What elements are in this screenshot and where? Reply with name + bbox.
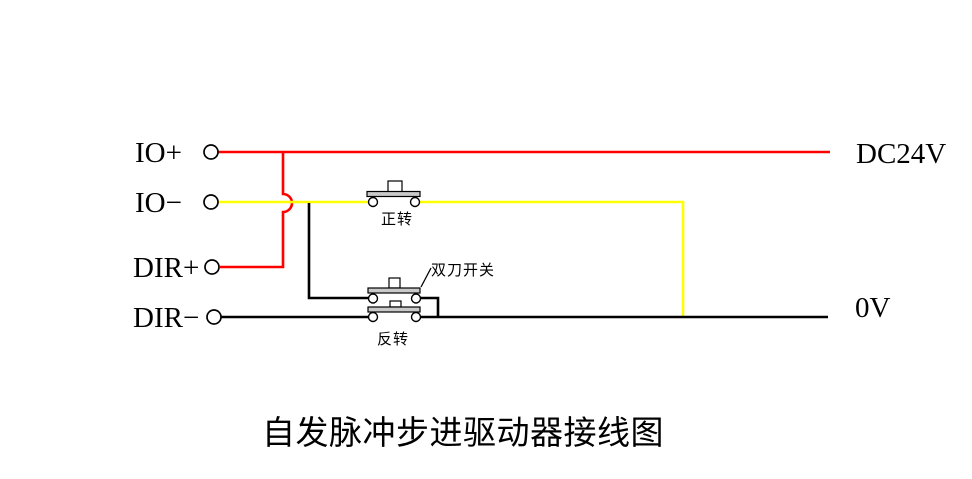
wire-pulse-drop-to-reverse-upper-pole xyxy=(307,203,369,300)
forward-button-label: 正转 xyxy=(381,211,413,228)
reverse-button-lower-bar xyxy=(367,306,421,313)
reverse-upper-left-contact xyxy=(367,293,379,304)
terminal-dir-plus xyxy=(204,259,220,275)
wire-reverse-upper-pole-to-ground xyxy=(420,296,440,316)
power-rail-labels: DC24V 0V xyxy=(855,138,946,324)
forward-button-right-contact xyxy=(409,196,421,208)
rail-label-dc24v: DC24V xyxy=(856,138,946,170)
double-pole-switch-annotation: 双刀开关 xyxy=(431,262,495,279)
terminal-label-dir-plus: DIR+ xyxy=(133,252,199,284)
forward-button-bar xyxy=(366,190,421,198)
terminal-io-plus xyxy=(203,144,219,160)
terminal-label-io-plus: IO+ xyxy=(135,137,182,169)
reverse-lower-right-contact xyxy=(410,311,422,323)
terminal-label-io-minus: IO− xyxy=(135,187,182,219)
reverse-upper-right-contact xyxy=(410,293,422,304)
forward-button-plunger xyxy=(387,180,403,193)
terminal-dir-minus xyxy=(206,309,222,325)
driver-terminals: IO+ IO− DIR+ DIR− xyxy=(133,137,222,334)
wires xyxy=(218,150,830,319)
reverse-button-lower-plunger xyxy=(389,300,402,308)
reverse-lower-left-contact xyxy=(367,311,379,323)
double-pole-switch-leader-line xyxy=(420,267,432,288)
reverse-button-upper-bar xyxy=(367,287,421,294)
rail-label-0v: 0V xyxy=(855,292,891,324)
terminal-io-minus xyxy=(203,194,219,210)
wire-branch-to-dir-plus xyxy=(220,152,294,269)
reverse-button-upper-plunger xyxy=(388,277,401,289)
forward-push-button-symbol: 正转 xyxy=(366,180,421,228)
diagram-title: 自发脉冲步进驱动器接线图 xyxy=(262,415,664,452)
reverse-button-label: 反转 xyxy=(377,331,409,348)
wire-forward-button-to-ground xyxy=(419,200,685,316)
forward-button-left-contact xyxy=(367,196,379,208)
terminal-label-dir-minus: DIR− xyxy=(133,302,199,334)
reverse-double-pole-button-symbol: 反转 双刀开关 xyxy=(367,262,495,348)
